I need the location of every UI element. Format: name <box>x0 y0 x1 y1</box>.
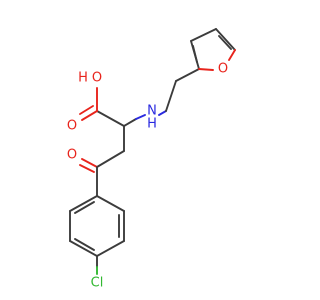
furan-bond-c4-c5 <box>215 28 236 51</box>
furan-inner-double-1 <box>192 45 198 63</box>
furan-inner-double-2 <box>218 35 232 50</box>
chlorine-label: Cl <box>91 276 104 291</box>
bond-c-double-o-1 <box>81 110 98 121</box>
bond-ketone-double-2 <box>79 164 95 173</box>
bond-alpha-to-n-c <box>123 118 137 127</box>
ring-bond-3 <box>96 240 125 257</box>
bond-n-to-ch2-n <box>158 110 167 116</box>
backbone-bonds <box>96 114 146 168</box>
atom-labels: O H O N H O O Cl <box>67 62 228 291</box>
amine-nitrogen-label: N <box>147 104 157 119</box>
acid-carbonyl-oxygen-label: O <box>67 119 77 134</box>
carboxylic-acid-group <box>79 87 125 127</box>
bond-ch2-to-carbonyl <box>96 150 125 168</box>
furan-bond-c3-c4 <box>190 28 217 42</box>
ring-inner-double-2 <box>74 238 95 251</box>
hydroxyl-hydrogen-label: H <box>78 71 88 86</box>
hydroxyl-oxygen-label: O <box>92 71 102 86</box>
furan-bond-o-c2 <box>198 68 214 71</box>
ring-bond-1 <box>96 195 125 212</box>
bond-alpha-to-n-n <box>135 114 146 120</box>
ketone-group <box>79 158 98 197</box>
amine-hydrogen-label: H <box>147 117 157 132</box>
chlorophenyl-ring <box>69 195 125 275</box>
bond-c-double-o-2 <box>79 105 94 115</box>
furan-ring <box>190 28 236 71</box>
bond-cooh-c-to-alpha <box>96 110 125 127</box>
ring-bond-6 <box>69 195 98 212</box>
ring-bond-4 <box>69 240 98 257</box>
ring-inner-double-3 <box>74 201 95 214</box>
ketone-oxygen-label: O <box>67 148 77 163</box>
bond-ch2-to-furan <box>175 68 200 82</box>
furan-bond-c5-o <box>228 49 236 61</box>
furfuryl-group <box>158 68 200 116</box>
bond-n-to-ch2-c <box>165 80 177 112</box>
bond-ketone-double-1 <box>81 158 98 168</box>
furan-oxygen-label: O <box>218 62 228 77</box>
molecule-structure: O H O N H O O Cl <box>67 28 236 291</box>
